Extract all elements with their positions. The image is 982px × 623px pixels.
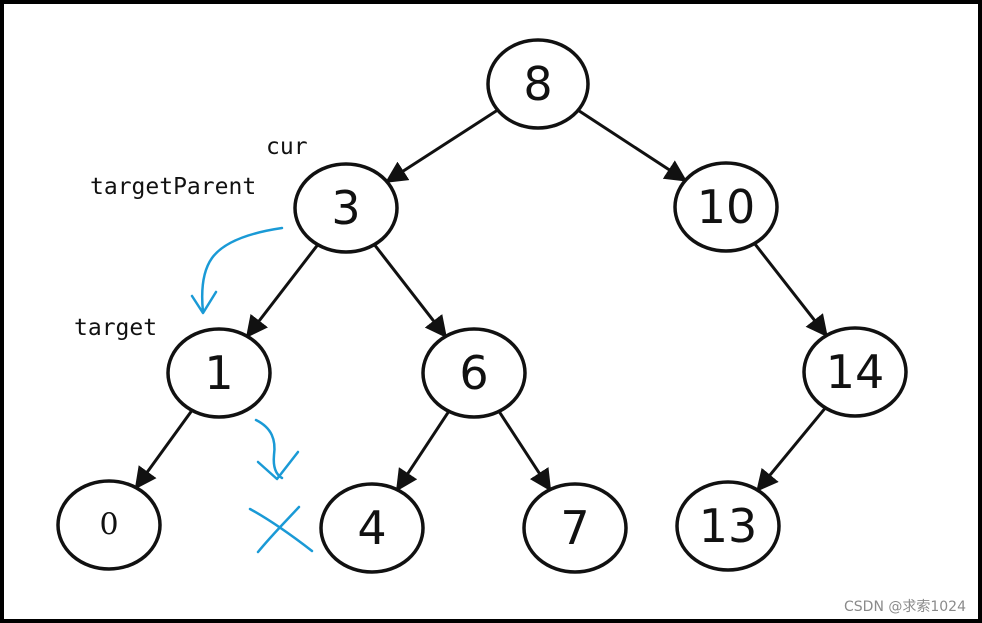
tree-node-3: 3 bbox=[293, 162, 399, 254]
node-circle bbox=[56, 479, 162, 571]
annotation-cur: cur bbox=[266, 134, 308, 160]
edge-n10-to-n14 bbox=[753, 242, 828, 338]
edge-n6-to-n4 bbox=[395, 410, 451, 492]
annotation-target-parent: targetParent bbox=[90, 174, 256, 200]
annotation-target: target bbox=[74, 315, 157, 341]
node-label: 6 bbox=[459, 346, 488, 400]
node-label: 1 bbox=[204, 346, 233, 400]
tree-node-0: 0 bbox=[56, 479, 162, 571]
blue-curved-arrow-to-target bbox=[190, 226, 284, 315]
blue-curved-arrow-to-removed bbox=[254, 418, 300, 481]
node-label: 14 bbox=[826, 345, 885, 399]
tree-node-4: 4 bbox=[319, 482, 425, 574]
edge-n3-to-n1 bbox=[245, 243, 319, 339]
edge-n8-to-n3 bbox=[384, 108, 499, 183]
node-label: 3 bbox=[331, 181, 360, 235]
tree-node-13: 13 bbox=[675, 480, 781, 572]
blue-cross-mark-icon bbox=[248, 505, 314, 554]
node-label: 8 bbox=[523, 57, 552, 111]
node-circle bbox=[293, 162, 399, 254]
edge-n3-to-n6 bbox=[373, 243, 447, 339]
node-circle bbox=[166, 327, 272, 419]
node-circle bbox=[675, 480, 781, 572]
node-circle bbox=[421, 327, 527, 419]
tree-node-10: 10 bbox=[673, 161, 779, 253]
node-circle bbox=[486, 38, 590, 130]
edges bbox=[134, 108, 828, 492]
watermark: CSDN @求索1024 bbox=[844, 598, 966, 615]
node-label: 7 bbox=[560, 501, 589, 555]
node-circle bbox=[522, 482, 628, 574]
tree-node-6: 6 bbox=[421, 327, 527, 419]
edge-n6-to-n7 bbox=[497, 410, 552, 492]
edge-n1-to-n0 bbox=[134, 409, 194, 490]
edge-n8-to-n10 bbox=[577, 108, 688, 182]
node-label: 4 bbox=[357, 501, 386, 555]
edge-n14-to-n13 bbox=[756, 406, 827, 492]
nodes: 8 3 10 1 6 14 0 4 7 13 bbox=[56, 38, 908, 574]
node-circle bbox=[673, 161, 779, 253]
node-label: 10 bbox=[697, 180, 756, 234]
node-label: 13 bbox=[699, 499, 758, 553]
node-label: 0 bbox=[99, 508, 118, 543]
tree-node-14: 14 bbox=[802, 326, 908, 418]
tree-node-7: 7 bbox=[522, 482, 628, 574]
node-circle bbox=[802, 326, 908, 418]
tree-node-1: 1 bbox=[166, 327, 272, 419]
node-circle bbox=[319, 482, 425, 574]
tree-node-8: 8 bbox=[486, 38, 590, 130]
